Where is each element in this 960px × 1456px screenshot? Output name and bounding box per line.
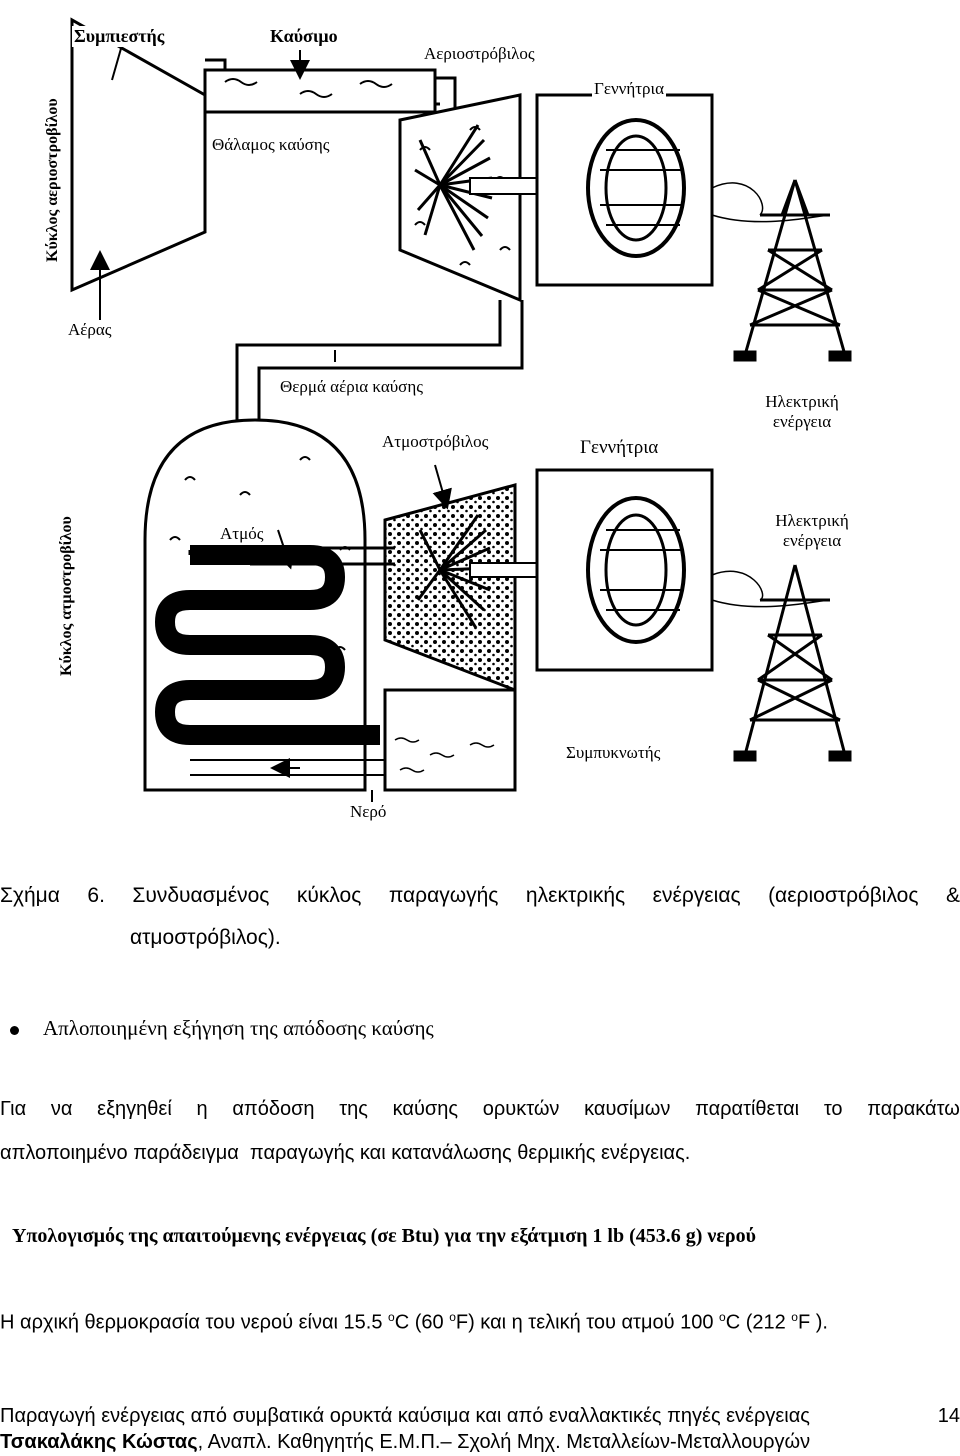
label-steam: Ατμός: [218, 524, 266, 544]
compressor-shape: [70, 17, 207, 293]
page-number: 14: [937, 1405, 960, 1427]
footer-line2: Τσακαλάκης Κώστας, Αναπλ. Καθηγητής Ε.Μ.…: [0, 1431, 811, 1453]
bullet-heading: Απλοποιημένη εξήγηση της απόδοσης καύσης: [10, 1016, 434, 1041]
label-fuel: Καύσιμο: [268, 26, 340, 47]
label-steam-cycle: Κύκλος ατμοστροβίλου: [58, 516, 75, 676]
figure-caption-line2: ατμοστρόβιλος).: [130, 926, 281, 949]
label-gas-turbine: Αεριοστρόβιλος: [422, 44, 537, 64]
paragraph-line1: Για να εξηγηθεί η απόδοση της καύσης ορυ…: [0, 1098, 960, 1120]
footer-author: Τσακαλάκης Κώστας: [0, 1431, 198, 1453]
footer-line1: Παραγωγή ενέργειας από συμβατικά ορυκτά …: [0, 1405, 960, 1428]
label-electric-energy-top: Ηλεκτρική ενέργεια: [740, 392, 864, 432]
transmission-tower-bottom: [711, 564, 852, 762]
label-steam-turbine: Ατμοστρόβιλος: [380, 432, 491, 452]
air-arrow-2: [111, 44, 123, 81]
transmission-tower-top: [711, 179, 852, 362]
label-electric-energy-bottom: Ηλεκτρική ενέργεια: [750, 511, 874, 551]
footer-title: Παραγωγή ενέργειας από συμβατικά ορυκτά …: [0, 1405, 810, 1427]
calculation-heading: Υπολογισμός της απαιτούμενης ενέργειας (…: [12, 1225, 756, 1247]
gas-turbine-rotor: [414, 124, 493, 251]
combined-cycle-diagram: [70, 17, 852, 820]
label-compressor: Συμπιεστής: [72, 26, 167, 47]
label-generator-bottom: Γεννήτρια: [578, 437, 661, 459]
label-combustion-chamber: Θάλαμος καύσης: [210, 135, 332, 155]
label-gas-cycle: Κύκλος αεριοστροβίλου: [44, 98, 61, 262]
label-condenser: Συμπυκνωτής: [564, 743, 663, 763]
label-generator-top: Γεννήτρια: [592, 79, 667, 99]
temperature-line: Η αρχική θερμοκρασία του νερού είναι 15.…: [0, 1310, 828, 1334]
figure-caption-line1: Σχήμα 6. Συνδυασμένος κύκλος παραγωγής η…: [0, 884, 960, 907]
bullet-icon: [10, 1025, 19, 1035]
condenser-shape: [383, 688, 517, 792]
steam-turbine-rotor: [416, 514, 493, 629]
combustion-chamber-shape: [203, 68, 437, 114]
paragraph-line2: απλοποιημένο παράδειγμα παραγωγής και κα…: [0, 1142, 691, 1164]
label-hot-gases: Θερμά αέρια καύσης: [278, 377, 425, 397]
label-water: Νερό: [348, 802, 389, 822]
label-air: Αέρας: [66, 320, 114, 340]
